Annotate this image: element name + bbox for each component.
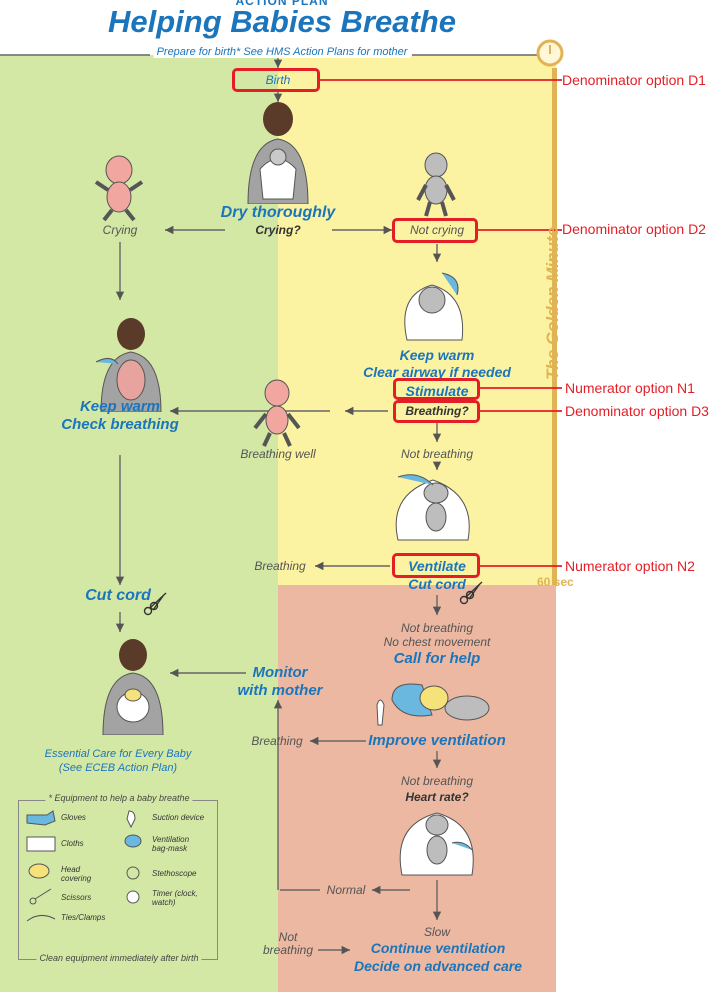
breathing-label: Breathing	[254, 559, 306, 573]
cut-cord-right-label: Cut cord	[408, 576, 466, 592]
annotation-d3: Denominator option D3	[565, 403, 709, 419]
breathing-question: Breathing?	[405, 404, 469, 418]
normal-label: Normal	[326, 883, 366, 897]
annotation-d1: Denominator option D1	[562, 72, 706, 88]
continue-ventilation-label: Continue ventilation	[370, 940, 506, 956]
sixty-sec-label: 60 sec	[537, 575, 574, 589]
improve-ventilation-label: Improve ventilation	[368, 732, 506, 749]
d2-highlight-box	[392, 218, 478, 243]
dry-thoroughly-label: Dry thoroughly	[220, 204, 336, 221]
equipment-ties: Ties/Clamps	[61, 913, 106, 922]
heart-rate-question: Heart rate?	[405, 790, 469, 804]
with-mother-label: with mother	[237, 682, 323, 699]
equipment-head-covering: Head covering	[61, 865, 92, 883]
green-zone	[0, 55, 278, 992]
n2-highlight-box	[392, 553, 480, 578]
equipment-title: * Equipment to help a baby breathe	[45, 793, 193, 803]
equipment-bag-mask: Ventilation bag-mask	[152, 835, 190, 853]
keep-warm-left-label: Keep warm	[79, 398, 161, 415]
breathing-4-label: breathing	[262, 943, 314, 957]
not-crying-label: Not crying	[409, 223, 465, 237]
red-zone	[278, 585, 556, 992]
equipment-suction: Suction device	[152, 813, 205, 822]
equipment-gloves: Gloves	[61, 813, 86, 822]
equipment-scissors: Scissors	[61, 893, 92, 902]
equipment-icons	[26, 810, 142, 922]
clear-airway-illustration	[404, 272, 464, 341]
n1-highlight-box	[393, 378, 480, 400]
advanced-care-label: Decide on advanced care	[353, 958, 523, 974]
equipment-stethoscope: Stethoscope	[152, 869, 197, 878]
crying-baby-illustration	[94, 155, 144, 222]
improve-ventilation-illustration	[376, 683, 490, 726]
clear-airway-label: Clear airway if needed	[363, 364, 511, 380]
eceb-label: (See ECEB Action Plan)	[58, 762, 178, 774]
equipment-box: * Equipment to help a baby breathe Glove…	[18, 793, 218, 963]
cut-cord-left-label: Cut cord	[85, 587, 151, 604]
crying-label: Crying	[102, 223, 138, 237]
equipment-cloths: Cloths	[61, 839, 84, 848]
mother-drying-baby-illustration	[247, 102, 309, 204]
ventilate-illustration	[395, 474, 470, 541]
d3-highlight-box	[393, 400, 480, 423]
prepare-text: Prepare for birth* See HMS Action Plans …	[153, 46, 411, 58]
no-chest-movement-label: No chest movement	[383, 635, 491, 649]
breathing-well-label: Breathing well	[240, 447, 316, 461]
breathing-baby-illustration	[253, 379, 301, 447]
breathing-2-label: Breathing	[251, 734, 303, 748]
stimulate-label: Stimulate	[405, 383, 469, 399]
mother-with-baby-illustration	[102, 639, 164, 735]
golden-minute-bar	[552, 68, 557, 585]
annotation-d2: Denominator option D2	[562, 221, 706, 237]
essential-care-label: Essential Care for Every Baby	[44, 748, 192, 760]
not-crying-baby-illustration	[416, 152, 456, 217]
mother-skin-to-skin-illustration	[96, 318, 162, 412]
annotation-n2: Numerator option N2	[565, 558, 695, 574]
not-breathing-2-label: Not breathing	[400, 621, 474, 635]
ventilate-label: Ventilate	[408, 558, 466, 574]
equipment-footer: Clean equipment immediately after birth	[36, 953, 202, 963]
call-for-help-label: Call for help	[393, 650, 481, 667]
keep-warm-label: Keep warm	[399, 347, 475, 363]
not-label: Not	[278, 930, 298, 944]
birth-label: Birth	[265, 73, 291, 87]
check-breathing-label: Check breathing	[61, 416, 179, 433]
equipment-timer: Timer (clock, watch)	[152, 889, 198, 907]
slow-label: Slow	[423, 925, 451, 939]
action-plan-label: ACTION PLAN	[235, 0, 329, 8]
monitor-label: Monitor	[252, 664, 308, 681]
page-title: Helping Babies Breathe	[108, 4, 456, 39]
golden-minute-label: The Golden Minute	[543, 227, 562, 380]
heart-rate-illustration	[399, 812, 474, 876]
annotation-n1: Numerator option N1	[565, 380, 695, 396]
d1-highlight-box	[232, 68, 320, 92]
not-breathing-label: Not breathing	[400, 447, 474, 461]
crying-question: Crying?	[255, 223, 301, 237]
not-breathing-3-label: Not breathing	[400, 774, 474, 788]
